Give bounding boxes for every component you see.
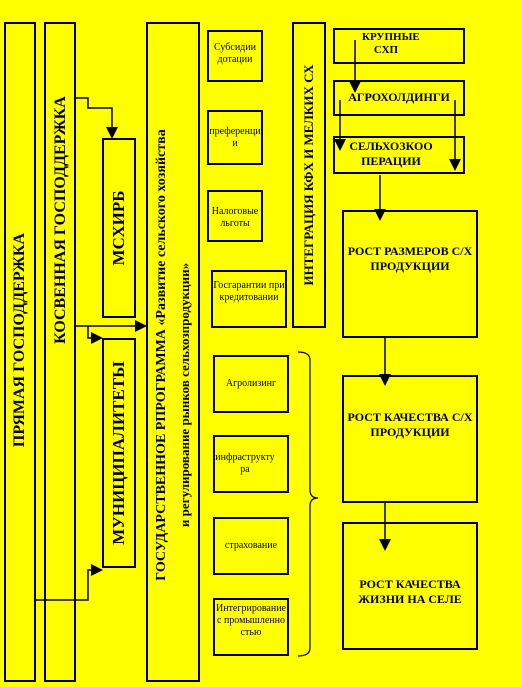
instrument-box-leasing	[213, 355, 289, 413]
indirect-support-column	[44, 22, 76, 682]
instrument-tax: Налоговые льготы	[211, 206, 259, 229]
instrument-subsidies: Субсидии дотации	[214, 42, 256, 65]
ministry-box	[102, 138, 136, 318]
instrument-infrastructure: инфраструктура	[215, 452, 275, 475]
instrument-guarantees: Госгарантии при кредитовании	[213, 280, 285, 303]
form-large-farms: КРУПНЫЕ СХП	[362, 31, 420, 56]
form-box-cooperatives	[333, 136, 465, 174]
instrument-box-guarantees	[211, 270, 287, 328]
instrument-integration: Интегрирование с промышленностью	[215, 603, 286, 638]
instrument-box-infrastructure	[213, 435, 289, 493]
instrument-box-tax	[207, 190, 263, 242]
instrument-box-insurance	[213, 517, 289, 575]
program-column	[146, 22, 200, 682]
instrument-insurance: страхование	[224, 540, 278, 551]
result-box-quality	[342, 375, 478, 503]
instrument-box-preferences	[207, 110, 263, 165]
instrument-preferences: преференции	[209, 126, 261, 149]
instrument-box-subsidies	[207, 30, 263, 82]
result-quality: РОСТ КАЧЕСТВА С/Х ПРОДУКЦИИ	[347, 410, 473, 439]
instrument-leasing: Агролизинг	[225, 378, 277, 389]
result-box-size	[342, 210, 478, 338]
form-cooperatives: СЕЛЬХОЗКООПЕРАЦИИ	[349, 139, 433, 168]
result-size: РОСТ РАЗМЕРОВ С/Х ПРОДУКЦИИ	[347, 244, 473, 273]
direct-support-column	[4, 22, 36, 682]
result-box-life	[342, 522, 478, 650]
form-agroholdings: АГРОХОЛДИНГИ	[348, 90, 450, 104]
instrument-box-integration	[213, 598, 289, 656]
integration-box	[292, 22, 326, 328]
municipalities-box	[102, 338, 136, 568]
result-life: РОСТ КАЧЕСТВА ЖИЗНИ НА СЕЛЕ	[358, 577, 462, 606]
